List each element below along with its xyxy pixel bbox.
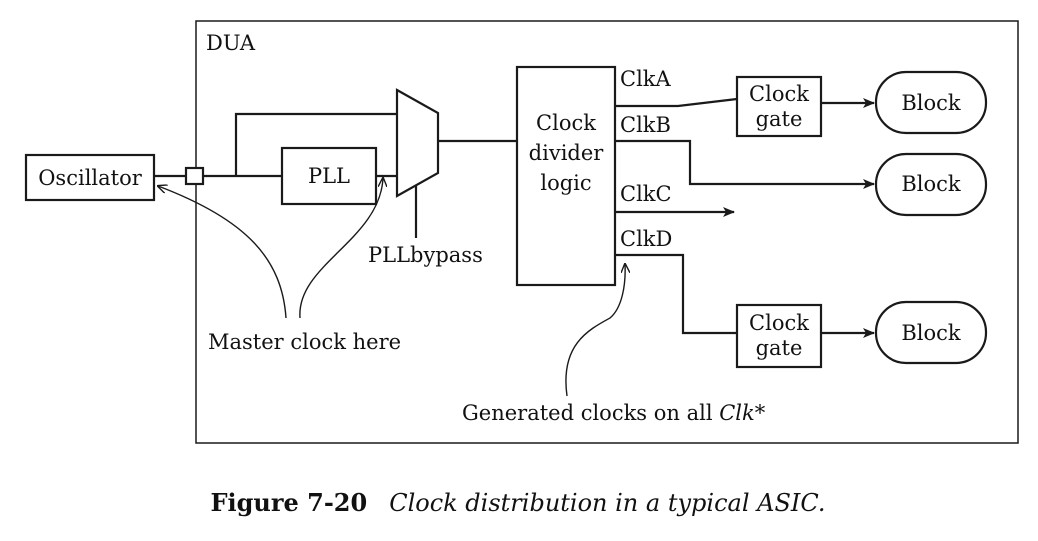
clkd-label: ClkD [620, 227, 672, 251]
clock-gate-d-line-1: Clock [749, 311, 809, 335]
input-port [184, 166, 205, 186]
block-1 [874, 70, 988, 135]
dua-label: DUA [206, 31, 256, 55]
oscillator-label: Oscillator [38, 166, 143, 190]
master-clock-pointer-osc [158, 186, 287, 319]
pll-box [280, 146, 378, 206]
block-2-label: Block [901, 172, 961, 196]
clock-gate-d [735, 303, 823, 369]
clka-label: ClkA [620, 67, 672, 91]
oscillator-box [24, 153, 156, 202]
figure-caption: Figure 7-20 Clock distribution in a typic… [210, 488, 825, 517]
clock-gate-a [735, 75, 823, 138]
clock-gate-d-line-2: gate [756, 336, 803, 360]
block-1-label: Block [901, 91, 961, 115]
block-3 [874, 300, 988, 365]
figure-caption-text: Clock distribution in a typical ASIC. [389, 489, 825, 517]
master-clock-note: Master clock here [208, 330, 401, 354]
clkc-label: ClkC [620, 182, 672, 206]
divider-line-1: Clock [536, 111, 596, 135]
divider-line-3: logic [540, 171, 591, 195]
wire-clkb [615, 139, 875, 189]
block-3-label: Block [901, 321, 961, 345]
dua-frame [195, 20, 1019, 444]
generated-clocks-note: Generated clocks on all Clk* [462, 401, 766, 425]
generated-clocks-pointer [565, 264, 625, 397]
master-clock-pointer-pll [299, 178, 383, 319]
pll-label: PLL [308, 164, 350, 188]
clock-gate-a-line-1: Clock [749, 82, 809, 106]
figure-number: Figure 7-20 [210, 488, 367, 517]
block-2 [874, 152, 988, 217]
wire-clka [615, 97, 738, 108]
wire-bypass [234, 112, 397, 176]
mux [395, 88, 440, 198]
clkb-label: ClkB [620, 113, 671, 137]
pllbypass-label: PLLbypass [368, 243, 483, 267]
wire-clkd [615, 253, 737, 335]
divider-line-2: divider [529, 141, 605, 165]
clock-gate-a-line-2: gate [756, 107, 803, 131]
clock-divider-box [515, 65, 617, 287]
